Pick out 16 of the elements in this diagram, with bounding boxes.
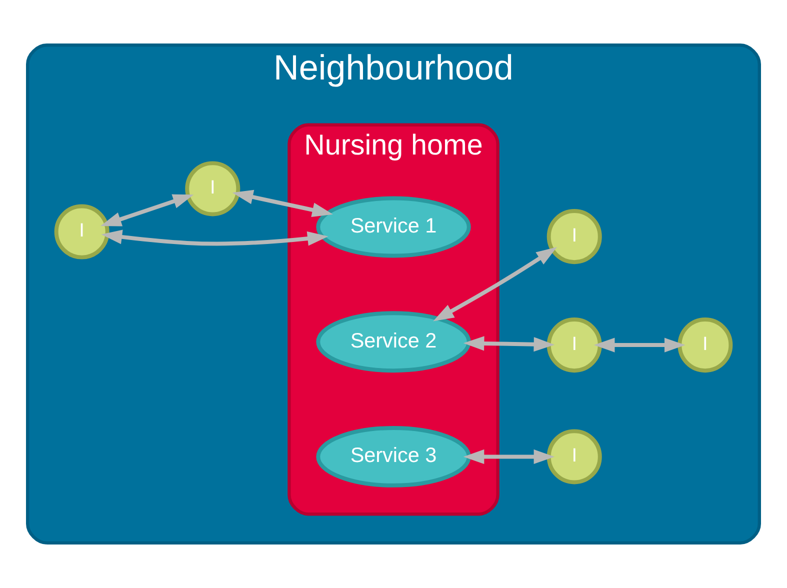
arrow (463, 449, 555, 464)
node-ellipse: Service 1 (316, 196, 471, 258)
node-circle: I (678, 318, 733, 373)
node-ellipse: Service 3 (316, 426, 471, 488)
node-circle: I (54, 204, 110, 260)
arrow (594, 338, 686, 352)
node-circle: I (185, 161, 240, 216)
arrow (232, 190, 333, 218)
node-circle: I (546, 209, 602, 264)
arrow (100, 194, 194, 226)
arrow (433, 247, 558, 322)
node-ellipse: Service 2 (316, 311, 471, 373)
arrow (463, 336, 555, 352)
arrow (101, 230, 328, 246)
node-circle: I (546, 318, 602, 373)
node-circle: I (546, 429, 602, 484)
